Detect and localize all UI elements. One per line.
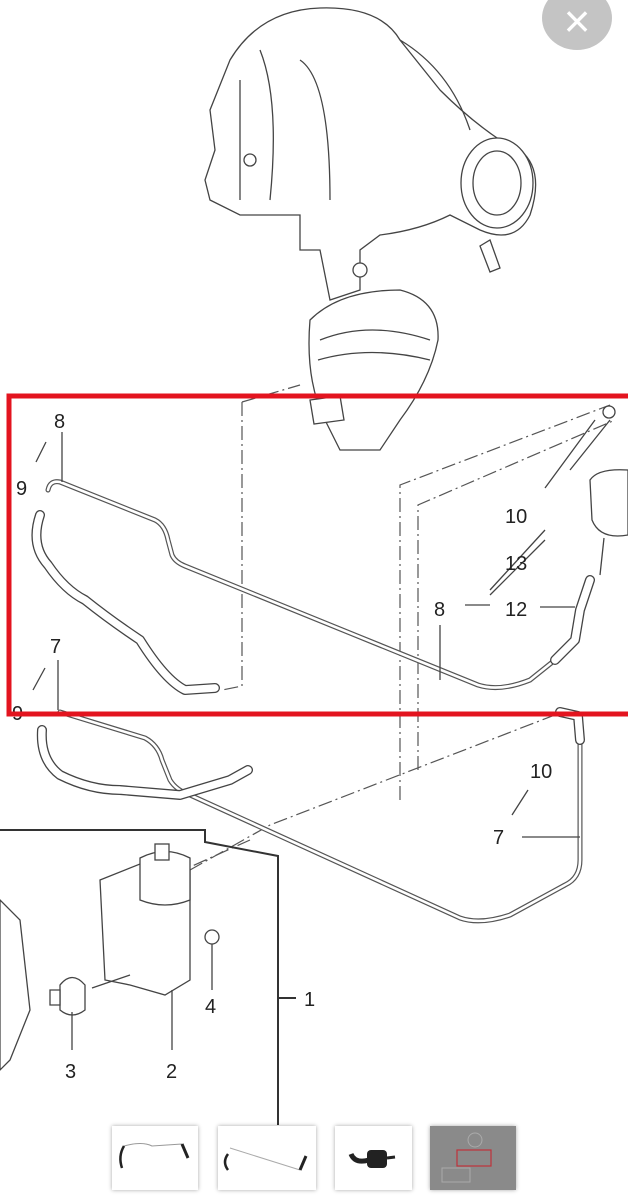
callout-10: 10 bbox=[530, 761, 552, 783]
callout-3: 3 bbox=[65, 1061, 76, 1083]
close-icon: × bbox=[563, 0, 591, 47]
solenoid-drawing bbox=[0, 843, 220, 1071]
callout-10: 10 bbox=[505, 506, 527, 528]
callout-2: 2 bbox=[166, 1061, 177, 1083]
close-button[interactable]: × bbox=[542, 0, 612, 50]
thumbnail-2[interactable] bbox=[218, 1126, 316, 1190]
callout-8: 8 bbox=[54, 411, 65, 433]
vacuum-pipe-upper bbox=[31, 405, 628, 695]
callout-9: 9 bbox=[16, 478, 27, 500]
callout-4: 4 bbox=[205, 996, 216, 1018]
thumbnail-3[interactable] bbox=[335, 1126, 412, 1190]
callout-12: 12 bbox=[505, 599, 527, 621]
highlight-box bbox=[6, 393, 628, 717]
thumbnail-1[interactable] bbox=[112, 1126, 198, 1190]
thumbnail-4[interactable] bbox=[430, 1126, 516, 1190]
vacuum-pipe-lower bbox=[36, 707, 585, 924]
callout-7: 7 bbox=[50, 636, 61, 658]
callout-8: 8 bbox=[434, 599, 445, 621]
callout-7: 7 bbox=[493, 827, 504, 849]
callout-1: 1 bbox=[304, 989, 315, 1011]
thumbnail-strip bbox=[0, 1126, 628, 1192]
turbocharger-drawing bbox=[204, 7, 537, 451]
callout-13: 13 bbox=[505, 553, 527, 575]
